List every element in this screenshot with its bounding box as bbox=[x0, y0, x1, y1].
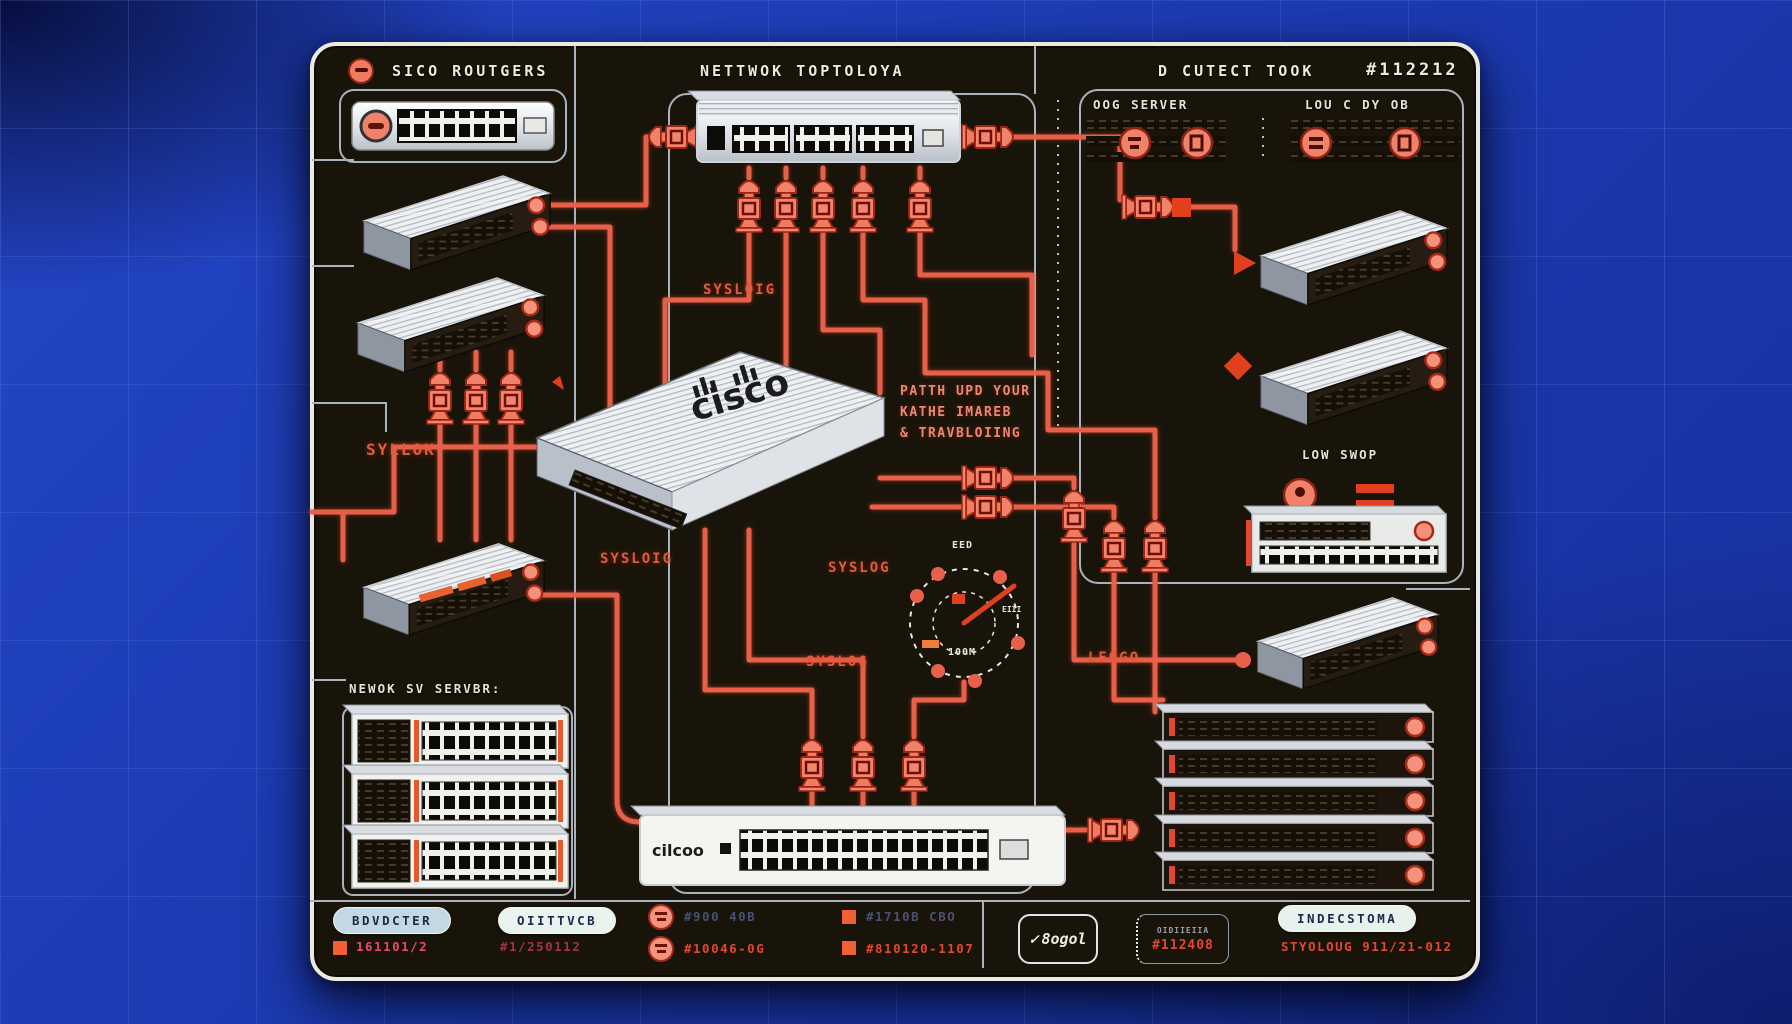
label-syllok: SYLLOK bbox=[366, 440, 436, 459]
right-section-title: D CUTECT TOOK bbox=[1158, 62, 1315, 80]
badge-label: 8ogol bbox=[1041, 930, 1087, 948]
legend-box-value: #112408 bbox=[1152, 937, 1214, 953]
note-text: PATTH UPD YOUR KATHE IMAREB & TRAVBLOIIN… bbox=[900, 382, 1031, 444]
circle-badge-icon bbox=[648, 904, 674, 930]
legend-pill-indecstoma: INDECSTOMA bbox=[1278, 905, 1417, 932]
label-low-swop: LOW SWOP bbox=[1302, 447, 1379, 462]
label-network-servers: NEWOK SV SERVBR: bbox=[349, 681, 502, 696]
logo-badge: ✓ 8ogol bbox=[1018, 914, 1098, 964]
circle-badge-icon bbox=[648, 936, 674, 962]
note-line-3: & TRAVBLOIING bbox=[900, 425, 1022, 441]
left-section-title: SICO ROUTGERS bbox=[392, 62, 549, 80]
orange-square-icon bbox=[842, 910, 856, 924]
legend-value-3a: #900 40B bbox=[684, 909, 757, 924]
legend-value-5: STYOLOUG 911/21-012 bbox=[1281, 939, 1453, 954]
legend-value-4b: #810120-1107 bbox=[866, 941, 975, 956]
sub-title-long-sy: LOU C DY OB bbox=[1305, 97, 1410, 112]
legend-value-1: 161101/2 bbox=[356, 939, 429, 954]
note-line-2: KATHE IMAREB bbox=[900, 404, 1012, 420]
doc-number: #112212 bbox=[1366, 60, 1459, 80]
orange-square-icon bbox=[842, 941, 856, 955]
legend-pill-bdvdcter: BDVDCTER bbox=[333, 907, 452, 934]
legend-value-4a: #1710B CBO bbox=[866, 909, 957, 924]
diagram-panel bbox=[310, 42, 1480, 981]
legend-value-2: #1/250112 bbox=[500, 939, 582, 954]
legend-id-box: OIDIIEIIA #112408 bbox=[1136, 914, 1229, 964]
label-syslog-mid: SYSLOG bbox=[828, 560, 891, 576]
label-leogo: LEOGO bbox=[1088, 650, 1141, 666]
legend-pill-oiittvcb: OIITTVCB bbox=[498, 907, 617, 934]
legend-value-3b: #10046-0G bbox=[684, 941, 766, 956]
label-syslog-bottom: SYSLOG bbox=[806, 654, 869, 670]
orange-square-icon bbox=[333, 941, 347, 955]
dash-circle-icon bbox=[348, 58, 374, 84]
note-line-1: PATTH UPD YOUR bbox=[900, 384, 1031, 399]
page-title: NETTWOK TOPTOLOYA bbox=[700, 62, 905, 80]
legend-box-top: OIDIIEIIA bbox=[1156, 925, 1210, 935]
label-syslog-top: SYSLOIG bbox=[703, 282, 777, 298]
sub-title-oog-server: OOG SERVER bbox=[1093, 97, 1189, 112]
check-icon: ✓ bbox=[1029, 930, 1039, 948]
label-syslog-left: SYSLOIG bbox=[600, 551, 674, 567]
